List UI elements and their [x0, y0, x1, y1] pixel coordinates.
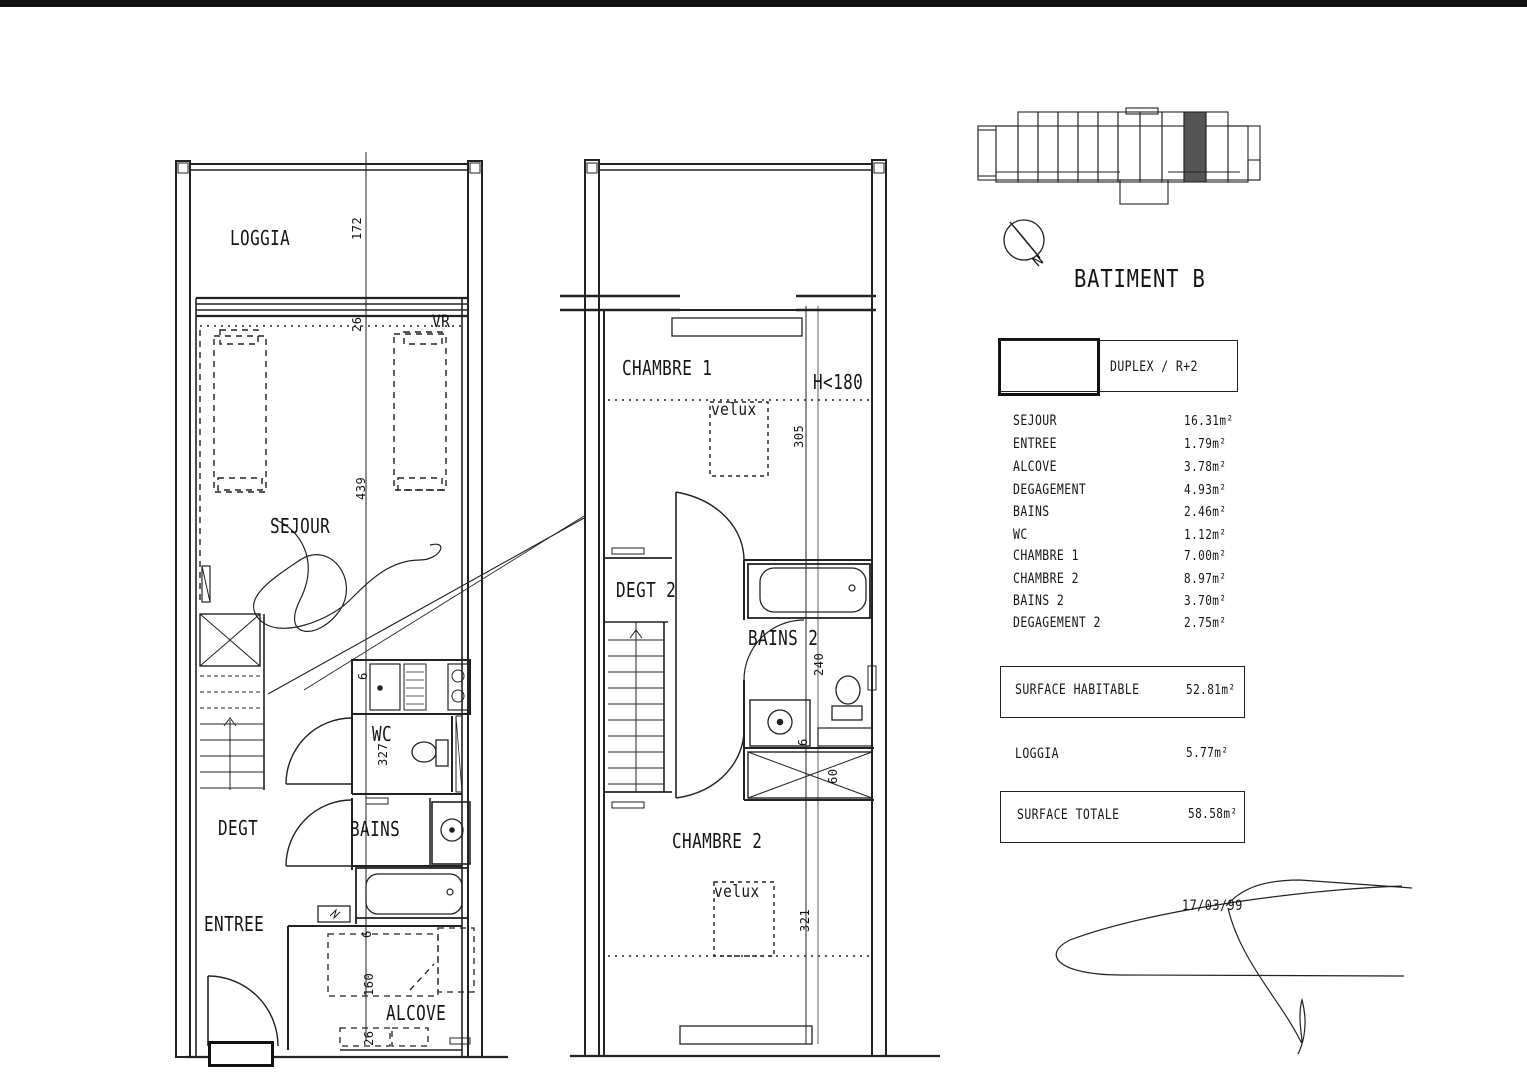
north-arrow	[1003, 219, 1045, 261]
area-value: 3.78m²	[1184, 460, 1227, 475]
plan-date: 17/03/99	[1182, 898, 1243, 914]
room-label-degt: DEGT	[218, 816, 259, 840]
area-room-label: ENTREE	[1013, 436, 1057, 452]
area-value: 4.93m²	[1184, 483, 1227, 498]
dim-6-kitchen: 6	[356, 672, 370, 680]
area-value: 16.31m²	[1184, 414, 1234, 429]
area-room-label: DEGAGEMENT 2	[1013, 615, 1101, 631]
dim-6-alcove: 6	[360, 930, 374, 938]
velux-label-1: velux	[711, 400, 757, 420]
area-value: 2.46m²	[1184, 505, 1227, 520]
area-room-label: ALCOVE	[1013, 459, 1057, 475]
dim-wc-length: 327	[376, 742, 390, 766]
area-room-label: DEGAGEMENT	[1013, 482, 1087, 498]
area-room-label: BAINS 2	[1013, 593, 1065, 609]
room-label-loggia: LOGGIA	[230, 226, 291, 250]
building-title: BATIMENT B	[1074, 264, 1206, 293]
loggia-area-label: LOGGIA	[1015, 746, 1059, 762]
unit-type-label: DUPLEX / R+2	[1110, 359, 1198, 375]
redacted-unit-number	[998, 338, 1100, 396]
room-label-bains-2: BAINS 2	[748, 626, 819, 650]
level-1-plan	[175, 152, 585, 1059]
room-label-entree: ENTREE	[204, 912, 265, 936]
unit-type-box	[998, 340, 1238, 392]
room-label-chambre-1: CHAMBRE 1	[622, 356, 713, 380]
area-value: 3.70m²	[1184, 594, 1227, 609]
room-label-alcove: ALCOVE	[386, 1001, 447, 1025]
level-2-plan	[560, 159, 940, 1058]
area-room-label: CHAMBRE 2	[1013, 571, 1079, 587]
dim-60: 60	[826, 768, 840, 784]
dim-loggia-depth: 172	[350, 216, 364, 240]
area-value: 1.79m²	[1184, 437, 1227, 452]
area-room-label: WC	[1013, 527, 1028, 543]
loggia-area-value: 5.77m²	[1186, 746, 1229, 761]
room-label-degt-2: DEGT 2	[616, 578, 677, 602]
area-room-label: CHAMBRE 1	[1013, 548, 1079, 564]
vr-label: VR	[432, 312, 451, 332]
dim-sejour-length: 439	[354, 476, 368, 500]
dim-26-bottom: 26	[362, 1030, 376, 1046]
area-value: 1.12m²	[1184, 528, 1227, 543]
dim-26-top: 26	[350, 316, 364, 332]
surface-totale-label: SURFACE TOTALE	[1017, 807, 1120, 823]
surface-totale-box	[1000, 791, 1245, 843]
dim-bains-2-length: 240	[812, 652, 826, 676]
area-room-label: BAINS	[1013, 504, 1050, 520]
room-label-wc: WC	[372, 722, 393, 746]
velux-label-2: velux	[714, 882, 760, 902]
surface-habitable-value: 52.81m²	[1186, 683, 1236, 698]
area-value: 8.97m²	[1184, 572, 1227, 587]
site-plan-mini	[977, 107, 1261, 205]
dim-chambre-2-length: 321	[798, 908, 812, 932]
area-value: 7.00m²	[1184, 549, 1227, 564]
surface-totale-value: 58.58m²	[1188, 807, 1238, 822]
dim-chambre-1-length: 305	[792, 424, 806, 448]
area-value: 2.75m²	[1184, 616, 1227, 631]
area-room-label: SEJOUR	[1013, 413, 1057, 429]
redacted-entrance-tag	[208, 1041, 274, 1067]
signature-scribble	[253, 519, 1413, 1055]
surface-habitable-label: SURFACE HABITABLE	[1015, 682, 1140, 698]
room-label-chambre-2: CHAMBRE 2	[672, 829, 763, 853]
dim-6-bains-2: 6	[796, 738, 810, 746]
top-border	[0, 0, 1527, 7]
dim-alcove-length: 160	[362, 972, 376, 996]
room-label-sejour: SEJOUR	[270, 514, 331, 538]
room-label-bains: BAINS	[350, 817, 401, 841]
surface-habitable-box	[1000, 666, 1245, 718]
height-note: H<180	[813, 370, 864, 394]
